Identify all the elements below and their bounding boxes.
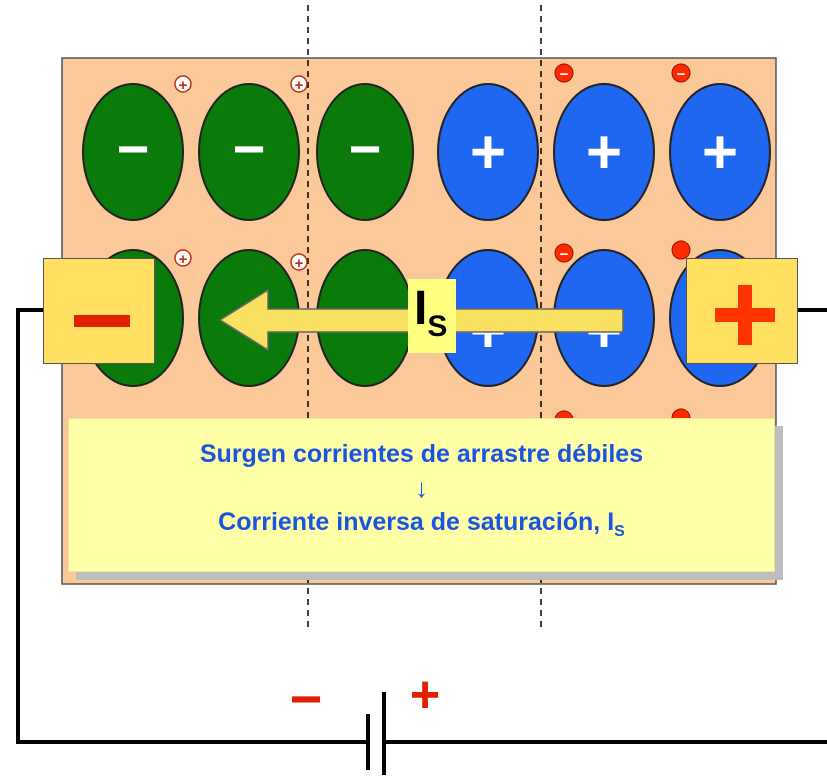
acceptor-ion	[316, 83, 414, 221]
battery-minus-sign: −	[290, 667, 323, 730]
electron-carrier-sign: −	[560, 66, 569, 83]
electron-carrier-sign: −	[560, 246, 569, 263]
donor-ion	[669, 83, 771, 221]
hole-carrier	[174, 249, 192, 267]
hole-carrier	[290, 75, 308, 93]
wire-left	[16, 308, 368, 744]
saturation-current-label: IS	[408, 279, 456, 353]
acceptor-ion-sign: −	[117, 117, 150, 180]
hole-carrier-sign: +	[295, 77, 304, 94]
left-terminal-box: −	[43, 258, 155, 364]
hole-carriers: + + + +	[174, 75, 308, 272]
electron-carrier	[671, 240, 691, 260]
hole-carrier	[290, 253, 308, 271]
hole-carrier-sign: +	[295, 255, 304, 272]
right-terminal-box: +	[686, 258, 798, 364]
donor-ion-sign: +	[470, 118, 506, 187]
caption-line-1: Surgen corrientes de arrastre débiles	[199, 440, 644, 468]
caption-line-2-subscript: S	[614, 523, 625, 540]
caption-line-2-text: Corriente inversa de saturación, I	[218, 508, 615, 536]
donor-ion-sign: +	[702, 118, 738, 187]
acceptor-ion	[82, 83, 184, 221]
hole-carrier	[174, 75, 192, 93]
caption-box: Surgen corrientes de arrastre débiles ↓ …	[68, 418, 775, 572]
left-terminal-minus-sign	[74, 315, 130, 327]
acceptor-ion-sign: −	[233, 117, 266, 180]
right-terminal-plus-vertical	[738, 285, 752, 345]
electron-carrier	[554, 243, 574, 263]
electron-carrier-sign: −	[677, 66, 686, 83]
acceptor-ion-sign: −	[349, 117, 382, 180]
caption-line-2: Corriente inversa de saturación, IS	[69, 505, 774, 549]
caption-down-arrow: ↓	[415, 473, 428, 503]
donor-ion	[437, 83, 539, 221]
battery-plus-sign: +	[410, 666, 440, 724]
ion-row-top: − − − + + +	[82, 83, 771, 221]
hole-carrier-sign: +	[179, 77, 188, 94]
hole-carrier-sign: +	[179, 251, 188, 268]
current-label-subscript: S	[427, 310, 448, 343]
donor-ion-sign: +	[586, 118, 622, 187]
electron-carrier	[671, 63, 691, 83]
acceptor-ion	[198, 83, 300, 221]
donor-ion	[553, 83, 655, 221]
current-label-letter: I	[414, 282, 428, 335]
electron-carrier	[554, 63, 574, 83]
